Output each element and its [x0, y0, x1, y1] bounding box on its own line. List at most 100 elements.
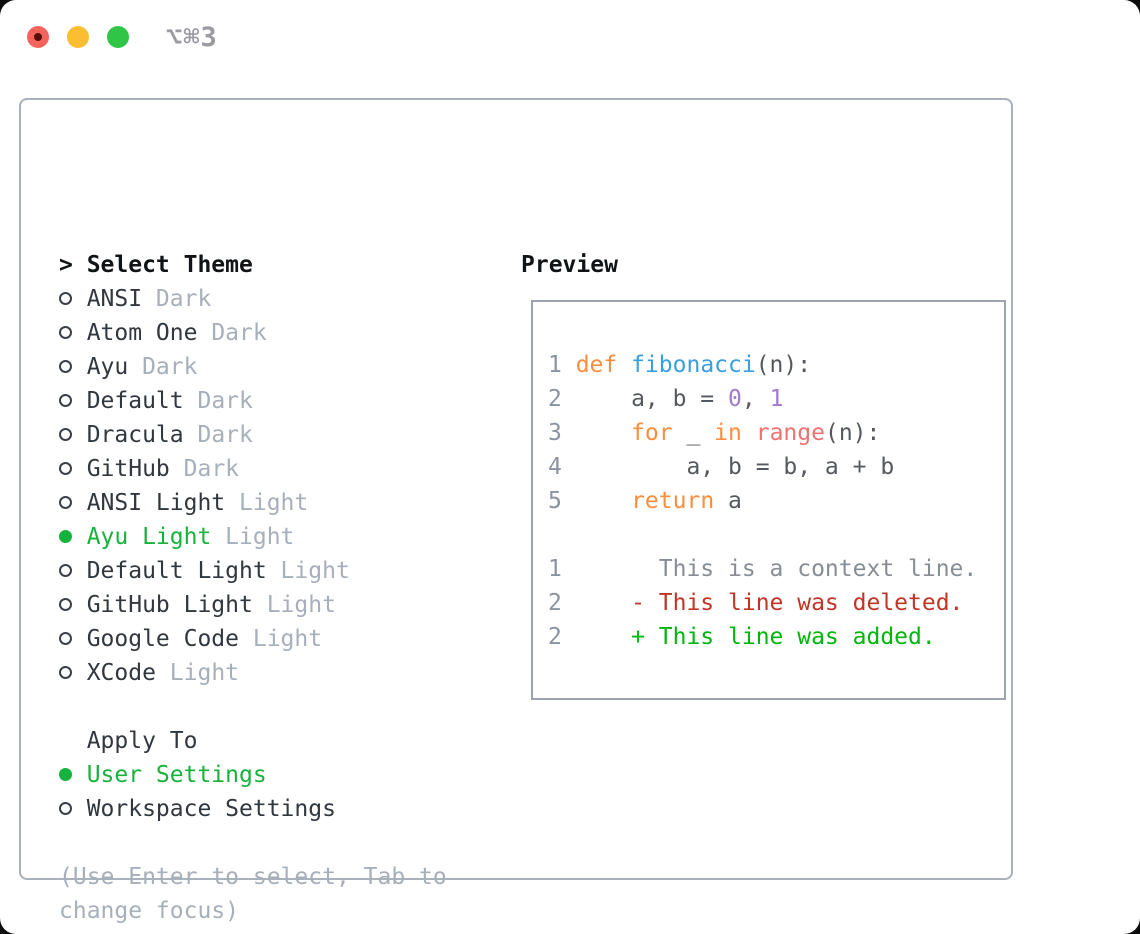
code-line: 3 for _ in range(n): — [548, 416, 1004, 450]
theme-variant-label: Light — [225, 490, 309, 516]
apply-to-title: Apply To — [86, 728, 198, 754]
maximize-button[interactable] — [107, 26, 129, 48]
theme-option-xcode[interactable]: XCode Light — [59, 656, 509, 690]
diff-line: 1 This is a context line. — [548, 552, 1004, 586]
line-number: 1 — [548, 556, 562, 582]
theme-variant-label: Dark — [128, 354, 198, 380]
diff-block: 1 This is a context line.2 - This line w… — [548, 552, 1004, 654]
radio-circle-glyph — [59, 530, 72, 543]
radio-icon — [59, 622, 87, 656]
line-number: 3 — [548, 420, 562, 446]
line-number: 2 — [548, 386, 562, 412]
theme-option-dracula[interactable]: Dracula Dark — [59, 418, 509, 452]
theme-option-github[interactable]: GitHub Dark — [59, 452, 509, 486]
theme-list-title: Select Theme — [86, 252, 253, 278]
list-gap — [59, 690, 509, 724]
code-segment-plain: (n): — [755, 352, 812, 378]
theme-option-name: Google Code — [86, 626, 240, 652]
radio-icon — [59, 554, 87, 588]
theme-option-name: Ayu — [86, 354, 129, 380]
radio-selected-icon — [59, 520, 87, 554]
theme-option-ayu[interactable]: Ayu Dark — [59, 350, 509, 384]
radio-icon — [59, 486, 87, 520]
theme-option-name: Default — [86, 388, 184, 414]
line-number: 2 — [548, 624, 562, 650]
radio-circle-glyph — [59, 462, 72, 475]
code-segment-plain: , — [741, 386, 770, 412]
radio-circle-glyph — [59, 768, 72, 781]
theme-option-ayu-light[interactable]: Ayu Light Light — [59, 520, 509, 554]
code-segment-keyword: for — [631, 420, 673, 446]
theme-variant-label: Dark — [183, 388, 253, 414]
theme-list-title-row: > Select Theme — [59, 248, 509, 282]
radio-icon — [59, 384, 87, 418]
theme-option-ansi[interactable]: ANSI Dark — [59, 282, 509, 316]
radio-icon — [59, 316, 87, 350]
radio-circle-glyph — [59, 292, 72, 305]
radio-circle-glyph — [59, 564, 72, 577]
radio-circle-glyph — [59, 428, 72, 441]
radio-circle-glyph — [59, 632, 72, 645]
theme-option-ansi-light[interactable]: ANSI Light Light — [59, 486, 509, 520]
theme-option-default-light[interactable]: Default Light Light — [59, 554, 509, 588]
code-segment-plain: a, b = — [575, 386, 729, 412]
theme-variant-label: Dark — [197, 320, 267, 346]
theme-option-default[interactable]: Default Dark — [59, 384, 509, 418]
radio-circle-glyph — [59, 598, 72, 611]
theme-option-name: ANSI — [86, 286, 143, 312]
code-segment-plain: _ — [672, 420, 715, 446]
line-number: 1 — [548, 352, 562, 378]
theme-variant-label: Light — [155, 660, 240, 686]
code-segment-plain: a — [714, 488, 742, 514]
theme-variant-label: Dark — [142, 286, 212, 312]
code-segment-plain: a, b = b, a + b — [575, 454, 895, 480]
theme-option-atom-one[interactable]: Atom One Dark — [59, 316, 509, 350]
apply-option-workspace-settings[interactable]: Workspace Settings — [59, 792, 509, 826]
apply-option-user-settings[interactable]: User Settings — [59, 758, 509, 792]
theme-option-google-code[interactable]: Google Code Light — [59, 622, 509, 656]
apply-option-label: Workspace Settings — [86, 796, 336, 822]
minimize-button[interactable] — [67, 26, 89, 48]
theme-option-github-light[interactable]: GitHub Light Light — [59, 588, 509, 622]
code-segment-added: + This line was added. — [575, 624, 936, 650]
code-segment-plain — [576, 488, 631, 514]
theme-option-name: XCode — [86, 660, 156, 686]
radio-circle-glyph — [59, 326, 72, 339]
window-shortcut-label: ⌥⌘3 — [166, 22, 218, 53]
diff-line: 2 - This line was deleted. — [548, 586, 1004, 620]
theme-option-name: Ayu Light — [86, 524, 212, 550]
theme-option-name: GitHub Light — [86, 592, 253, 618]
code-segment-plain — [576, 420, 631, 446]
radio-icon — [59, 792, 87, 826]
radio-circle-glyph — [59, 394, 72, 407]
radio-icon — [59, 350, 87, 384]
theme-option-name: Default Light — [86, 558, 267, 584]
code-segment-builtin: range — [755, 420, 825, 446]
theme-option-name: Atom One — [86, 320, 198, 346]
code-segment-keyword: in — [714, 420, 742, 446]
theme-option-name: ANSI Light — [86, 490, 226, 516]
radio-circle-glyph — [59, 666, 72, 679]
line-number: 2 — [548, 590, 562, 616]
close-button-dot-icon — [34, 33, 42, 41]
apply-to-title-row: Apply To — [59, 724, 509, 758]
code-segment-keyword: return — [631, 488, 715, 514]
focus-caret-icon: > — [59, 252, 73, 278]
theme-variant-label: Light — [266, 558, 350, 584]
radio-icon — [59, 656, 87, 690]
list-gap — [59, 826, 509, 860]
code-segment-context: This is a context line. — [575, 556, 978, 582]
close-button[interactable] — [27, 26, 49, 48]
theme-option-name: Dracula — [86, 422, 184, 448]
radio-circle-glyph — [59, 496, 72, 509]
code-segment-keyword: def — [575, 352, 632, 378]
code-segment-plain — [742, 420, 756, 446]
code-segment-plain: (n): — [824, 420, 881, 446]
code-segment-deleted: - This line was deleted. — [575, 590, 964, 616]
